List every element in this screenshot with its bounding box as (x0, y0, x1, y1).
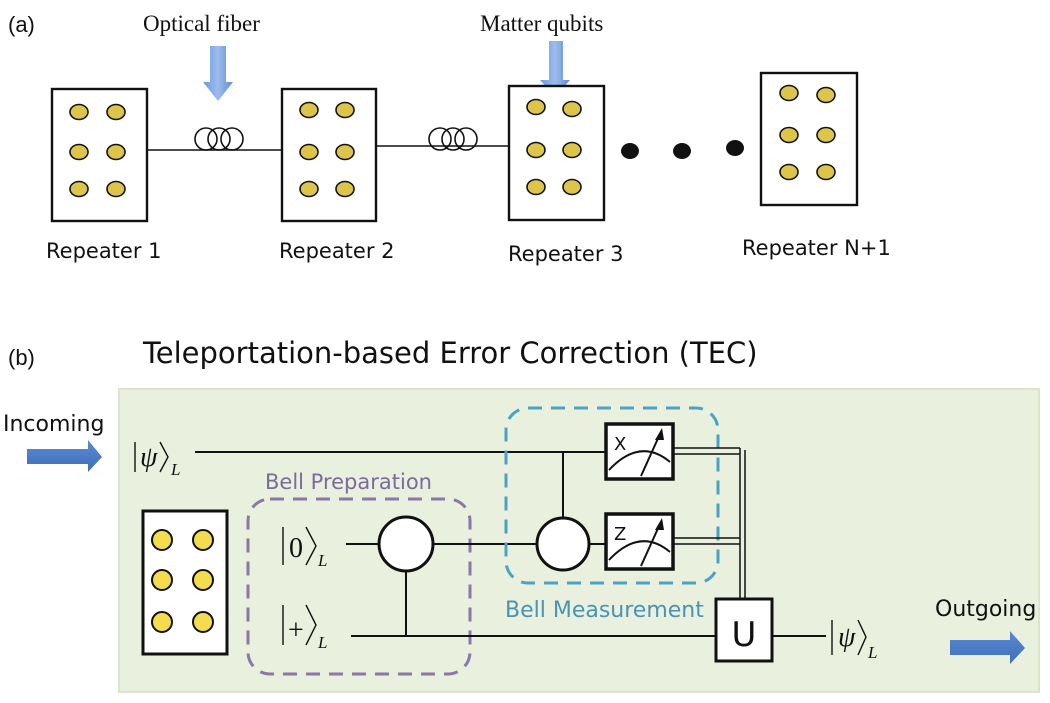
ket-zero: 0 L (282, 526, 327, 570)
svg-text:Z: Z (614, 524, 626, 545)
unitary-correction-gate: U (714, 597, 774, 663)
bell-prep-gate (377, 515, 435, 573)
svg-text:L: L (317, 633, 327, 652)
ket-psi-out: ψ L (831, 619, 877, 662)
panel-b: (b) Teleportation-based Error Correction… (3, 336, 1040, 693)
ellipsis-dots (621, 140, 744, 159)
svg-text:+: + (288, 615, 304, 646)
outgoing-arrow-icon (950, 631, 1025, 664)
svg-text:L: L (867, 643, 877, 662)
repeater-2: Repeater 2 (279, 87, 395, 263)
svg-text:L: L (317, 551, 327, 570)
incoming-arrow-icon (27, 440, 102, 472)
matter-qubit-icon (69, 103, 126, 198)
matter-qubit-icon (299, 101, 355, 198)
svg-text:ψ: ψ (140, 442, 158, 473)
repeater-n-plus-1: Repeater N+1 (742, 71, 891, 260)
tec-title: Teleportation-based Error Correction (TE… (142, 336, 758, 370)
repeater-label: Repeater 2 (279, 239, 395, 263)
panel-b-label: (b) (8, 345, 35, 370)
fiber-coil-icon (194, 127, 244, 151)
fiber-coil-icon (428, 127, 478, 151)
svg-text:L: L (170, 460, 180, 479)
repeater-label: Repeater N+1 (742, 236, 891, 260)
measure-x-meter: X (604, 422, 675, 481)
classical-wires (673, 447, 746, 600)
panel-a-label: (a) (8, 12, 35, 37)
optical-fiber-arrow-icon (203, 46, 233, 101)
ket-plus: + L (282, 604, 327, 652)
svg-text:U: U (732, 615, 757, 655)
bell-meas-gate (535, 516, 591, 572)
svg-text:0: 0 (289, 533, 303, 564)
svg-text:ψ: ψ (838, 622, 856, 653)
svg-text:X: X (614, 434, 626, 455)
repeater-1: Repeater 1 (46, 87, 162, 263)
incoming-label: Incoming (3, 412, 104, 437)
bell-measurement-label: Bell Measurement (505, 598, 704, 623)
optical-fiber-annotation: Optical fiber (143, 11, 260, 36)
ket-psi-in: ψ L (134, 441, 180, 479)
bell-preparation-box (246, 497, 472, 676)
repeater-label: Repeater 3 (508, 242, 624, 266)
repeater-3: Repeater 3 (507, 84, 624, 266)
measure-z-meter: Z (604, 512, 675, 571)
panel-a: (a) Optical fiber Matter qubits (8, 11, 891, 266)
memory-block (141, 509, 229, 656)
bell-preparation-label: Bell Preparation (265, 470, 432, 494)
outgoing-label: Outgoing (935, 597, 1036, 622)
matter-qubit-icon (151, 529, 214, 633)
matter-qubit-icon (526, 98, 582, 196)
repeater-label: Repeater 1 (46, 239, 162, 263)
matter-qubit-icon (779, 84, 836, 181)
matter-qubits-arrow-icon (540, 41, 570, 97)
matter-qubits-annotation: Matter qubits (480, 11, 603, 36)
